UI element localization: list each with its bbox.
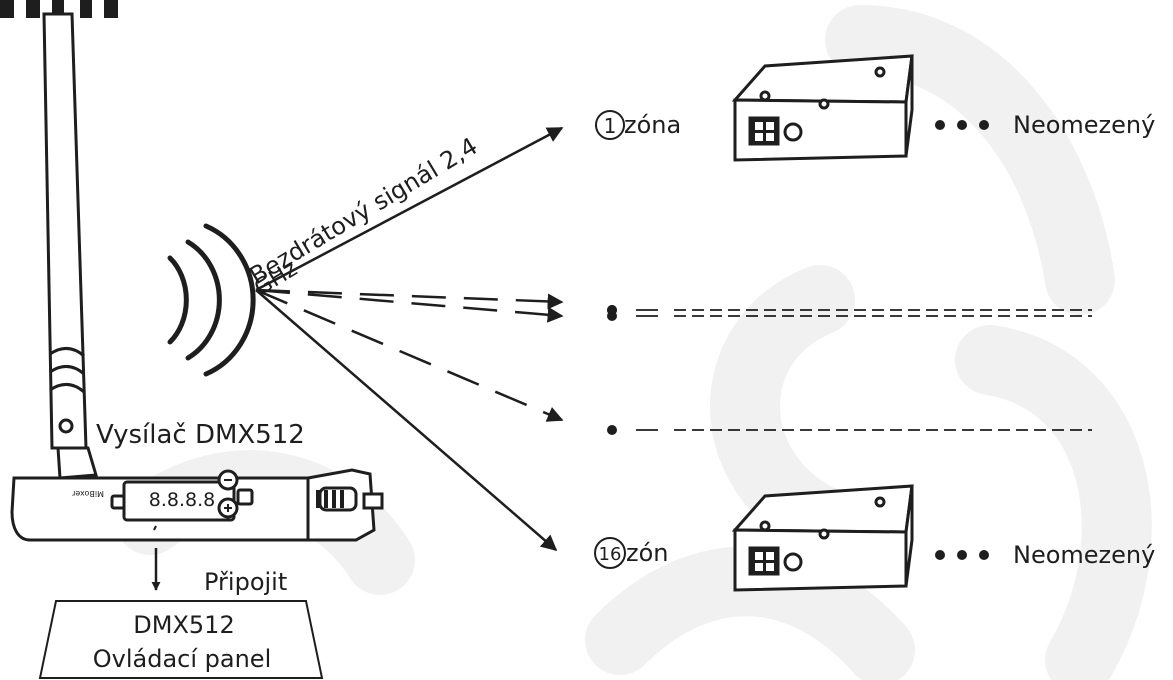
transmitter-device: [10, 468, 384, 542]
placeholder-zone-row-4: [607, 425, 1092, 435]
zone-16-unlimited: Neomezený: [1013, 541, 1155, 569]
zone-1-number: 1: [604, 114, 617, 138]
zone-1-label: zóna: [624, 111, 681, 139]
connect-label: Připojit: [204, 568, 287, 596]
zone-16-label: zón: [626, 539, 669, 567]
panel-subtitle: Ovládací panel: [93, 645, 272, 673]
panel-title: DMX512: [133, 611, 234, 639]
zone-1-number-badge: [595, 110, 625, 140]
arrow-zone-3: [255, 288, 564, 323]
zone-1-unlimited: Neomezený: [1013, 111, 1155, 139]
zone-16-number-badge: [594, 537, 626, 569]
zone-1-dots: [935, 120, 989, 130]
zone-16-number: 16: [599, 544, 622, 565]
transmitter-brand: MiBoxer: [71, 489, 104, 498]
receiver-device-16: [731, 484, 914, 592]
signal-arrows: [255, 126, 564, 552]
dmx-control-panel: [38, 600, 324, 679]
header-fragment: [0, 0, 118, 18]
transmitter-label: Vysílač DMX512: [96, 420, 305, 450]
signal-waves-icon: [167, 223, 256, 377]
arrow-zone-2: [255, 288, 564, 310]
antenna: [42, 12, 98, 480]
arrow-zone-4: [255, 288, 564, 422]
zone-16-dots: [935, 550, 989, 560]
placeholder-zone-row-3: [607, 311, 1092, 321]
arrow-zone-1: [255, 126, 564, 292]
arrow-zone-16: [255, 289, 558, 552]
transmitter-display: 8.8.8.8: [149, 489, 215, 511]
receiver-device-1: [731, 54, 914, 162]
